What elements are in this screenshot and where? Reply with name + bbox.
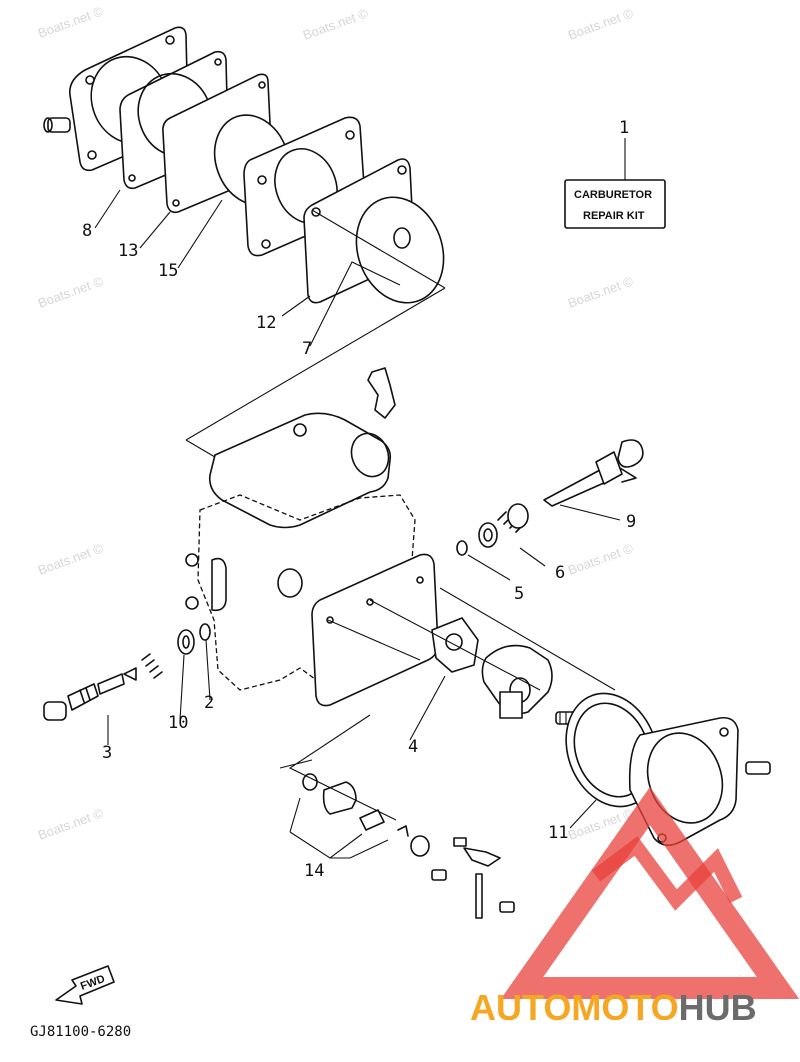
- part-10-spring: [141, 629, 195, 679]
- part-9-needle-valve: [543, 439, 644, 507]
- automotohub-logo: AUTOMOTOHUB: [470, 786, 800, 1028]
- cover-screw: [745, 761, 771, 775]
- callout-4: 4: [408, 737, 418, 757]
- watermark: Boats.net ©: [36, 540, 106, 578]
- callout-7: 7: [302, 339, 312, 359]
- logo-text: AUTOMOTOHUB: [470, 987, 757, 1028]
- logo-text-part2: HUB: [679, 987, 757, 1028]
- part-3-pilot-screw: [43, 667, 137, 721]
- watermark: Boats.net ©: [301, 5, 371, 43]
- float-chamber: [481, 644, 553, 719]
- leader-lines: [94, 189, 621, 859]
- alignment-line: [311, 209, 446, 289]
- part-7-diaphragm: [355, 196, 445, 304]
- mid-plate: [311, 553, 439, 707]
- diagram-code: GJ81100-6280: [30, 1024, 131, 1040]
- watermark: Boats.net ©: [566, 540, 636, 578]
- logo-text-part1: AUTOMOTO: [470, 987, 679, 1028]
- alignment-line: [185, 287, 446, 441]
- callout-11: 11: [548, 823, 568, 843]
- callout-6: 6: [555, 563, 565, 583]
- callout-3: 3: [102, 743, 112, 763]
- callout-12: 12: [256, 313, 276, 333]
- callout-10: 10: [168, 713, 188, 733]
- watermark: Boats.net ©: [566, 5, 636, 43]
- callout-5: 5: [514, 584, 524, 604]
- watermark: Boats.net ©: [36, 3, 106, 41]
- part-2-o-ring: [199, 623, 211, 641]
- kit-label-line1: CARBURETOR: [574, 189, 652, 201]
- logo-triangle-icon: [500, 786, 800, 999]
- callout-14: 14: [304, 861, 324, 881]
- watermark: Boats.net ©: [36, 273, 106, 311]
- callout-15: 15: [158, 261, 178, 281]
- watermark: Boats.net ©: [566, 273, 636, 311]
- part-5-o-ring: [456, 540, 468, 556]
- callout-9: 9: [626, 512, 636, 532]
- watermark: Boats.net ©: [36, 805, 106, 843]
- callout-2: 2: [204, 693, 214, 713]
- part-1-carburetor-repair-kit: CARBURETOR REPAIR KIT: [564, 138, 666, 229]
- callout-8: 8: [82, 221, 92, 241]
- carburetor-body: [185, 367, 416, 691]
- kit-label-line2: REPAIR KIT: [583, 210, 645, 222]
- callout-labels: 1 2 3 4 5 6 7 8 9 10 11 12 13 14 15: [82, 118, 636, 881]
- forward-arrow-icon: FWD: [55, 965, 115, 1005]
- part-6-spring: [478, 503, 529, 548]
- callout-13: 13: [118, 241, 138, 261]
- part-14-jets: [302, 773, 515, 919]
- callout-1: 1: [619, 118, 629, 138]
